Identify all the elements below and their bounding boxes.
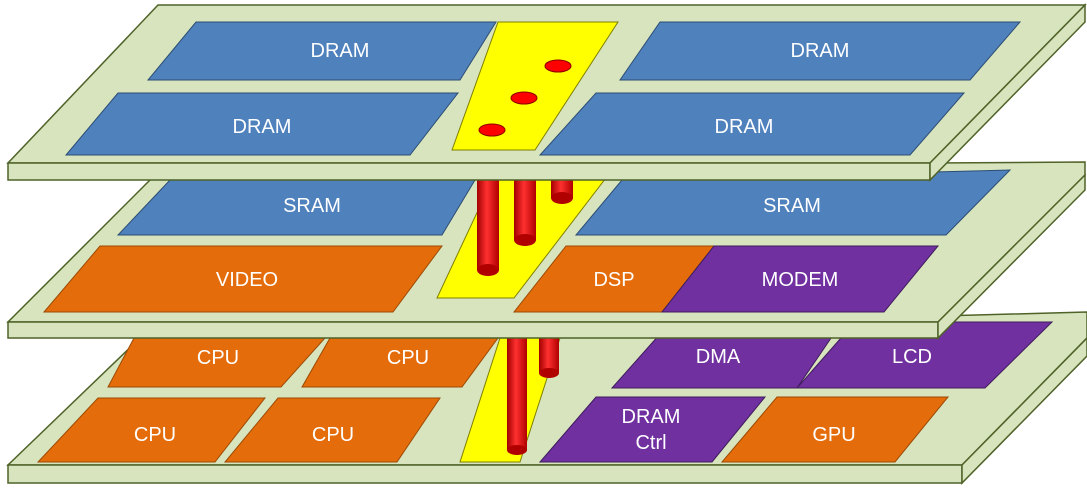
gpu-label: GPU xyxy=(812,424,855,446)
bottom-layer: CPU CPU CPU CPU DMA LCD DRAM Ctrl xyxy=(6,311,1087,485)
cpu-block-3: CPU xyxy=(36,397,267,463)
middle-layer: SRAM SRAM VIDEO DSP MODEM xyxy=(6,161,1086,340)
dram-label-4: DRAM xyxy=(715,116,774,138)
modem-block: MODEM xyxy=(660,245,940,313)
dsp-block: DSP xyxy=(512,245,716,313)
dram-label-2: DRAM xyxy=(791,40,850,62)
dram-label-3: DRAM xyxy=(233,116,292,138)
sram-block-1: SRAM xyxy=(116,179,476,236)
bottom-board-front-edge xyxy=(7,464,963,484)
dram-ctrl-block: DRAM Ctrl xyxy=(538,396,767,463)
cpu-block-1: CPU xyxy=(107,337,327,388)
dram-label-1: DRAM xyxy=(311,40,370,62)
top-via-3 xyxy=(478,123,506,137)
top-layer: DRAM DRAM DRAM DRAM xyxy=(6,3,1087,182)
top-board-side-edge xyxy=(929,3,1086,182)
bottom-pillar-1 xyxy=(507,328,527,455)
bottom-board-side-edge xyxy=(961,336,1087,485)
dsp-label: DSP xyxy=(593,269,634,291)
dram-ctrl-label-line2: Ctrl xyxy=(635,432,666,454)
gpu-block: GPU xyxy=(720,396,950,463)
top-tsv-strip xyxy=(451,21,619,151)
cpu-block-2: CPU xyxy=(301,337,499,388)
middle-board-side-edge xyxy=(937,173,1086,340)
lcd-label: LCD xyxy=(892,346,932,368)
middle-pillar-2 xyxy=(514,168,536,246)
cpu-label-1: CPU xyxy=(197,347,239,369)
sram-label-2: SRAM xyxy=(763,195,821,217)
top-board-front-edge xyxy=(7,162,931,181)
cpu-label-3: CPU xyxy=(134,424,176,446)
top-via-1 xyxy=(544,59,572,73)
modem-label: MODEM xyxy=(762,269,839,291)
cpu-label-2: CPU xyxy=(387,347,429,369)
dram-block-3: DRAM xyxy=(64,92,460,156)
bottom-pillar-2 xyxy=(539,328,559,378)
dma-label: DMA xyxy=(696,346,741,368)
video-label: VIDEO xyxy=(216,269,278,291)
dram-block-1: DRAM xyxy=(146,21,497,81)
dram-block-4: DRAM xyxy=(538,92,966,156)
middle-board-front-edge xyxy=(7,321,939,339)
video-block: VIDEO xyxy=(42,245,443,313)
dram-ctrl-label-line1: DRAM xyxy=(622,406,681,428)
dram-block-2: DRAM xyxy=(619,21,1022,81)
sram-label-1: SRAM xyxy=(283,195,341,217)
middle-pillar-1 xyxy=(477,168,499,276)
top-via-2 xyxy=(510,91,538,105)
cpu-block-4: CPU xyxy=(223,397,441,463)
cpu-label-4: CPU xyxy=(312,424,354,446)
